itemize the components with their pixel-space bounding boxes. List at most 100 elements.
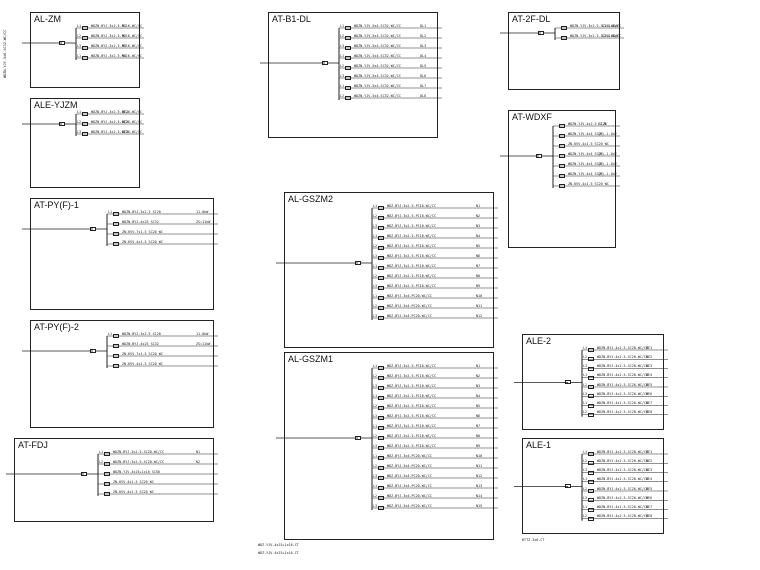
circuit-cable-spec: WDZ-BYJ-3x2.5-PC16-WC/CC — [387, 443, 436, 448]
circuit-number-label: DL6 — [420, 73, 427, 78]
panel-al-zm — [30, 12, 140, 88]
circuit-cable-spec: WDZN-BYJ-4x2.5-SC20-WC/CC — [91, 129, 143, 134]
circuit-cable-spec: WDZ-BYJ-3x2.5-PC16-WC/CC — [387, 363, 436, 368]
circuit-cable-spec: WDZN-BYJ-4x2.5-SC20-WC/CC — [597, 354, 649, 359]
branch-breaker-symbol — [559, 174, 565, 178]
branch-breaker-symbol — [113, 232, 119, 236]
circuit-number-label: WE3 — [646, 364, 653, 368]
branch-breaker-symbol — [559, 154, 565, 158]
circuit-phase-label: L3 — [340, 43, 345, 48]
circuit-number-label: DL4 — [420, 53, 427, 58]
panel-title: ALE-YJZM — [34, 100, 78, 110]
branch-breaker-symbol — [378, 276, 384, 280]
branch-breaker-symbol — [588, 470, 594, 475]
circuit-number-label: L2-1.5kW — [602, 33, 619, 38]
branch-breaker-symbol — [588, 357, 594, 362]
circuit-number-label: N11 — [476, 463, 483, 468]
circuit-phase-label: L1 — [583, 401, 588, 405]
circuit-phase-label: L1 — [373, 423, 378, 428]
circuit-cable-spec: WDZ-BYJ-3x2.5-PC16-WC/CC — [387, 253, 436, 258]
circuit-cable-spec: WDZ-BYJ-3x2.5-PC16-WC/CC — [387, 393, 436, 398]
circuit-number-label: WE6 — [646, 391, 653, 396]
circuit-number-label: N2 — [476, 213, 481, 218]
circuit-number-label: DL2 — [420, 33, 427, 38]
branch-breaker-symbol — [378, 366, 384, 370]
circuit-cable-spec: WDZN-YJV-5x4-SC32-WC/CC — [354, 83, 401, 88]
circuit-phase-label: L1 — [373, 293, 378, 298]
circuit-number-label: DL1 — [420, 23, 427, 28]
circuit-number-label: ZS=11kW — [196, 219, 211, 224]
circuit-number-label: WE3 — [122, 129, 129, 134]
circuit-phase-label: L3 — [373, 443, 378, 448]
branch-breaker-symbol — [378, 456, 384, 460]
circuit-number-label: N1 — [196, 449, 201, 454]
circuit-phase-label: L3 — [373, 383, 378, 388]
circuit-phase-label: L1 — [77, 23, 82, 28]
circuit-number-label: N8 — [476, 433, 481, 438]
circuit-phase-label: L2 — [373, 243, 378, 248]
panel-at-pyf-1 — [30, 198, 214, 310]
panel-title: AL-GSZM1 — [288, 354, 334, 364]
branch-breaker-symbol — [588, 489, 594, 493]
circuit-phase-label: L3 — [373, 223, 378, 228]
circuit-cable-spec: WDZN-YJV-3x2.5-SC20-WC/CC — [570, 23, 622, 28]
branch-breaker-symbol — [378, 476, 384, 480]
circuit-number-label: DL3 — [420, 43, 427, 48]
branch-breaker-symbol — [588, 479, 594, 484]
branch-breaker-symbol — [588, 452, 594, 456]
circuit-cable-spec: WDZ-BYJ-3x2.5-PC16-WC/CC — [387, 403, 436, 408]
branch-breaker-symbol — [378, 436, 384, 440]
circuit-number-label: WE4 — [646, 373, 653, 378]
circuit-phase-label: L1 — [373, 483, 378, 488]
panel-al-gszm1 — [284, 352, 494, 540]
circuit-number-label: N4 — [122, 53, 127, 58]
circuit-cable-spec: ZN-KVV-4x1.5 SC20 WC — [568, 181, 609, 186]
branch-breaker-symbol — [104, 452, 110, 456]
branch-breaker-symbol — [559, 124, 565, 128]
branch-breaker-symbol — [378, 416, 384, 420]
panel-title: AT-PY(F)-1 — [34, 200, 79, 210]
circuit-phase-label: L1 — [373, 363, 378, 368]
circuit-phase-label: L1 — [583, 505, 588, 509]
circuit-number-label: WE6 — [646, 495, 653, 500]
circuit-number-label: N3 — [476, 223, 481, 228]
circuit-number-label: L1-1.5kW — [602, 23, 619, 28]
circuit-number-label: N3 — [476, 383, 481, 388]
circuit-cable-spec: WDZ-BYJ-3x4-PC20-WC/CC — [387, 313, 432, 318]
branch-breaker-symbol — [378, 506, 384, 510]
branch-breaker-symbol — [113, 222, 119, 226]
circuit-cable-spec: WDZN-BYJ-4x2.5-SC20-WC/CC — [597, 364, 649, 368]
circuit-number-label: (E)-1.1kW — [598, 171, 617, 176]
circuit-phase-label: L2 — [583, 410, 588, 415]
main-breaker-symbol — [59, 41, 65, 45]
circuit-cable-spec: WDZN-BYJ-4x2.5-SC20-WC/CC — [597, 401, 649, 405]
circuit-cable-spec: WDZN-BYJ-4x2.5-SC20-WC/CC — [597, 505, 649, 509]
branch-breaker-symbol — [559, 164, 565, 168]
circuit-phase-label: L1 — [583, 345, 588, 350]
main-breaker-symbol — [81, 472, 87, 476]
circuit-cable-spec: WDZ-BYJ-3x2.5-PC16-WC/CC — [387, 413, 436, 418]
circuit-number-label: (E)-1.1kW — [598, 151, 617, 156]
circuit-number-label: N3 — [122, 43, 127, 48]
circuit-number-label: WE1 — [122, 109, 129, 114]
branch-breaker-symbol — [113, 212, 119, 216]
circuit-cable-spec: WDZN-YJV-5x4-SC32-WC/CC — [354, 53, 401, 58]
circuit-cable-spec: WDZN-BYJ-4x2.5-SC20-WC/CC — [597, 514, 649, 519]
circuit-cable-spec: WDZN-BYJ-3x2.5-PC16-WC/CC — [91, 43, 143, 48]
branch-breaker-symbol — [588, 385, 594, 389]
branch-breaker-symbol — [559, 184, 565, 188]
branch-breaker-symbol — [378, 286, 384, 290]
branch-breaker-symbol — [345, 36, 351, 40]
circuit-phase-label: L3 — [373, 313, 378, 318]
circuit-phase-label: L3 — [373, 283, 378, 288]
branch-breaker-symbol — [345, 46, 351, 50]
circuit-number-label: N4 — [476, 393, 481, 398]
circuit-phase-label: L2 — [583, 354, 588, 359]
circuit-cable-spec: ZN-KVV-4x1.5 SC20 WC — [113, 479, 154, 484]
circuit-cable-spec: WDZN-BYJ-3x2.5-PC16-WC/CC — [91, 23, 143, 28]
circuit-number-label: N1 — [476, 203, 481, 208]
circuit-cable-spec: WDZ-BYJ-3x4-PC20-WC/CC — [387, 473, 432, 478]
circuit-number-label: ZS=11kW — [196, 341, 211, 346]
main-breaker-symbol — [90, 349, 96, 353]
